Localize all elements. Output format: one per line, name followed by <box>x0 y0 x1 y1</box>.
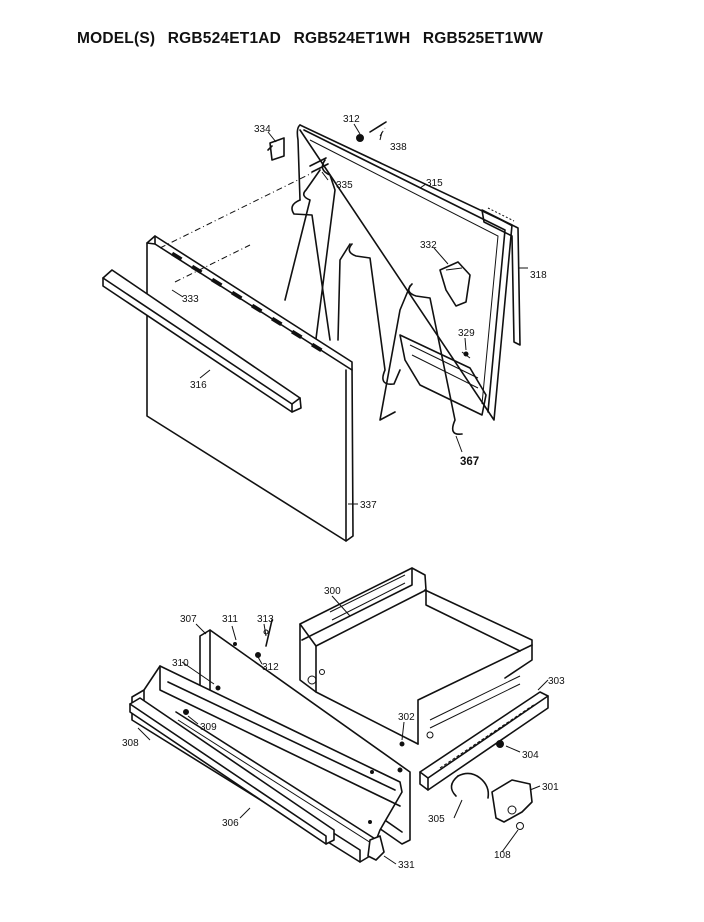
callout-312-lower: 312 <box>262 662 279 673</box>
model-number-3: RGB525ET1WW <box>422 30 544 47</box>
door-handle <box>102 269 302 413</box>
callout-332: 332 <box>420 240 437 251</box>
callout-315: 315 <box>426 178 443 189</box>
door-gasket-strip <box>481 207 521 346</box>
model-number-2: RGB524ET1WH <box>293 30 411 47</box>
drawer-front-panel <box>131 665 403 863</box>
callout-331: 331 <box>398 860 415 871</box>
callout-300: 300 <box>324 586 341 597</box>
drawer-small-parts <box>233 619 533 861</box>
model-number-1: RGB524ET1AD <box>167 30 282 47</box>
callout-329: 329 <box>458 328 475 339</box>
drawer-handle <box>129 697 335 845</box>
door-hinge-wires <box>284 159 463 436</box>
callout-335: 335 <box>336 180 353 191</box>
drawer-body <box>299 567 533 745</box>
callout-304: 304 <box>522 750 539 761</box>
callout-108: 108 <box>494 850 511 861</box>
callout-308: 308 <box>122 738 139 749</box>
callout-334: 334 <box>254 124 271 135</box>
callout-311: 311 <box>222 614 238 625</box>
callout-labels: 334 312 338 335 315 318 332 333 329 316 … <box>122 114 565 871</box>
callout-333: 333 <box>182 294 199 305</box>
callout-338: 338 <box>390 142 407 153</box>
callout-306: 306 <box>222 818 239 829</box>
callout-313: 313 <box>257 614 274 625</box>
door-liner-frame <box>296 124 513 421</box>
door-small-parts <box>267 121 471 359</box>
callout-337: 337 <box>360 500 377 511</box>
callout-318: 318 <box>530 270 547 281</box>
drawer-slide-rail <box>419 691 549 791</box>
leader-lines <box>137 123 549 865</box>
callout-301: 301 <box>542 782 559 793</box>
callout-302: 302 <box>398 712 415 723</box>
callout-305: 305 <box>428 814 445 825</box>
callout-309: 309 <box>200 722 217 733</box>
callout-316: 316 <box>190 380 207 391</box>
callout-310: 310 <box>172 658 189 669</box>
door-outer-panel <box>146 235 354 542</box>
model-prefix: MODEL(S) <box>77 30 156 47</box>
callout-307: 307 <box>180 614 197 625</box>
callout-303: 303 <box>548 676 565 687</box>
callout-312-upper: 312 <box>343 114 360 125</box>
model-title: MODEL(S) RGB524ET1AD RGB524ET1WH RGB525E… <box>77 30 551 48</box>
callout-367: 367 <box>460 456 479 468</box>
